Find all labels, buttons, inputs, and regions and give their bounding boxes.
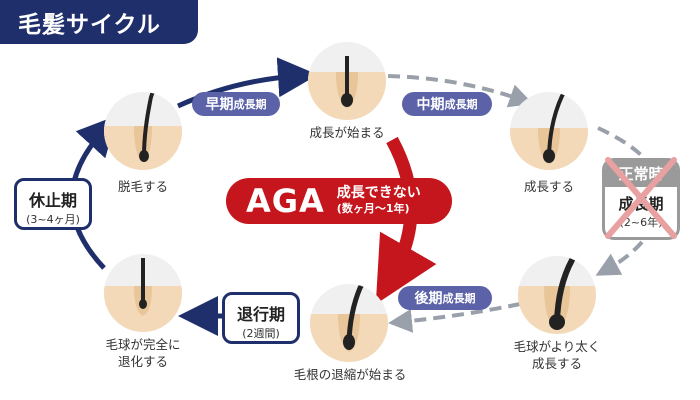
aga-label: AGA <box>246 182 325 220</box>
stage-circle-regression-start <box>310 284 388 362</box>
stage-circle-growing <box>510 92 588 170</box>
caption-thicker: 毛球がより太く 成長する <box>513 339 601 371</box>
normal-growth-duration: (2~6年) <box>619 216 663 229</box>
aga-line1: 成長できない <box>336 185 421 201</box>
caption-degenerated: 毛球が完全に 退化する <box>105 337 181 369</box>
arrow-normal-to-thicker <box>595 240 644 276</box>
arrow-growing-to-normal <box>597 126 644 158</box>
follicle-growth-start-icon <box>308 56 386 120</box>
normal-growth-header: 正常時 <box>605 161 677 187</box>
follicle-thicker-icon <box>518 256 596 334</box>
normal-growth-name: 成長期 <box>618 195 664 213</box>
regression-phase-name: 退行期 <box>236 305 285 324</box>
normal-growth-box: 正常時 成長期 (2~6年) <box>602 158 680 240</box>
stage-circle-shedding <box>104 92 182 170</box>
caption-growing: 成長する <box>523 179 574 194</box>
rest-phase-box: 休止期 (3~4ヶ月) <box>14 178 92 230</box>
arrow-shedding-to-growth <box>176 57 318 109</box>
rest-phase-name: 休止期 <box>28 191 77 210</box>
arrow-growth-to-growing <box>387 74 534 108</box>
regression-phase-duration: (2週間) <box>242 327 280 340</box>
caption-shedding: 脱毛する <box>117 179 168 194</box>
rest-phase-duration: (3~4ヶ月) <box>26 213 80 226</box>
aga-banner: AGA 成長できない (数ヶ月〜1年) <box>226 178 452 224</box>
stage-circle-degenerated <box>104 254 182 332</box>
aga-line2: (数ヶ月〜1年) <box>336 202 410 215</box>
regression-phase-box: 退行期 (2週間) <box>222 292 300 344</box>
follicle-growing-icon <box>510 92 588 170</box>
follicle-degenerated-icon <box>104 258 182 332</box>
follicle-shedding-icon <box>104 92 182 170</box>
caption-regression-start: 毛根の退縮が始まる <box>293 367 407 382</box>
pill-middle-growth: 中期成長期 <box>402 92 492 116</box>
pill-early-growth: 早期成長期 <box>192 92 280 116</box>
page-title: 毛髪サイクル <box>0 0 198 44</box>
stage-circle-thicker <box>518 256 596 334</box>
stage-circle-growth-start <box>308 42 386 120</box>
caption-growth-start: 成長が始まる <box>309 125 385 140</box>
pill-late-growth: 後期成長期 <box>398 286 492 310</box>
follicle-regression-icon <box>310 284 388 362</box>
arrow-thicker-to-regression <box>388 302 521 333</box>
